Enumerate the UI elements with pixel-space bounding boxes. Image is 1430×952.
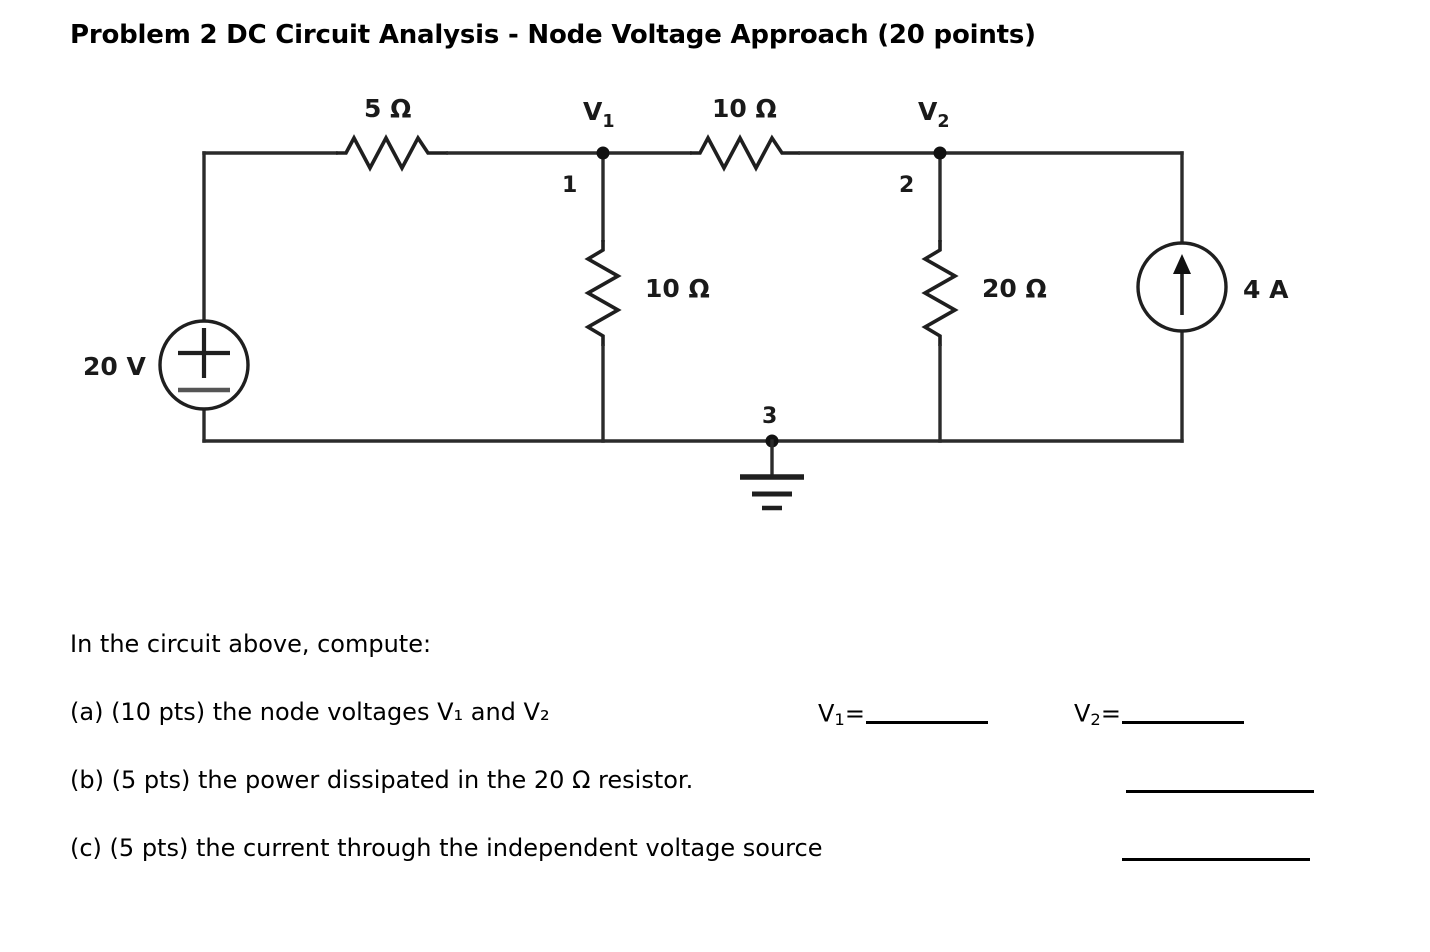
answer-blank-b[interactable]	[1126, 790, 1314, 793]
resistor-10ohm-shunt-label: 10 Ω	[645, 274, 710, 303]
answer-v2-subscript: 2	[1090, 709, 1101, 729]
resistor-20ohm-shunt-label: 20 Ω	[982, 274, 1047, 303]
resistor-10ohm-shunt-zigzag	[584, 240, 622, 346]
node-dot-v2	[933, 146, 947, 160]
answer-v1-prefix: V	[818, 699, 835, 728]
answer-field-v1[interactable]: V1=	[818, 698, 988, 729]
resistor-5ohm-zigzag	[336, 134, 448, 172]
current-arrow-head	[1173, 254, 1191, 274]
circuit-diagram: 20 V 4 A 5 Ω 10 Ω 10 Ω 20 Ω V1 V2 1 2 3	[83, 94, 1289, 511]
question-item-c: (c) (5 pts) the current through the inde…	[70, 834, 823, 862]
answer-v1-blank[interactable]	[865, 698, 988, 724]
resistor-5ohm-label: 5 Ω	[364, 94, 411, 123]
answer-v2-equals: =	[1100, 699, 1121, 728]
answer-v1-equals: =	[844, 699, 865, 728]
resistor-10ohm-series-zigzag	[690, 134, 800, 172]
node-number-3: 3	[762, 404, 777, 429]
node-number-1: 1	[562, 173, 577, 198]
node-number-2: 2	[899, 173, 914, 198]
node-voltage-v1-label: V1	[583, 97, 615, 132]
answer-v1-subscript: 1	[834, 709, 845, 729]
answer-blank-c[interactable]	[1122, 858, 1310, 861]
prompt-intro: In the circuit above, compute:	[70, 630, 432, 658]
question-item-a: (a) (10 pts) the node voltages V₁ and V₂	[70, 698, 550, 726]
resistor-20ohm-shunt-zigzag	[921, 240, 959, 346]
voltage-source-label: 20 V	[83, 352, 146, 381]
page-title: Problem 2 DC Circuit Analysis - Node Vol…	[70, 20, 1036, 50]
current-source-label: 4 A	[1243, 275, 1289, 304]
answer-field-v2[interactable]: V2=	[1074, 698, 1244, 729]
node-dot-v1	[596, 146, 610, 160]
answer-v2-prefix: V	[1074, 699, 1091, 728]
answer-v2-blank[interactable]	[1121, 698, 1244, 724]
question-item-b: (b) (5 pts) the power dissipated in the …	[70, 766, 694, 794]
node-voltage-v2-label: V2	[918, 97, 950, 132]
resistor-10ohm-series-label: 10 Ω	[712, 94, 777, 123]
